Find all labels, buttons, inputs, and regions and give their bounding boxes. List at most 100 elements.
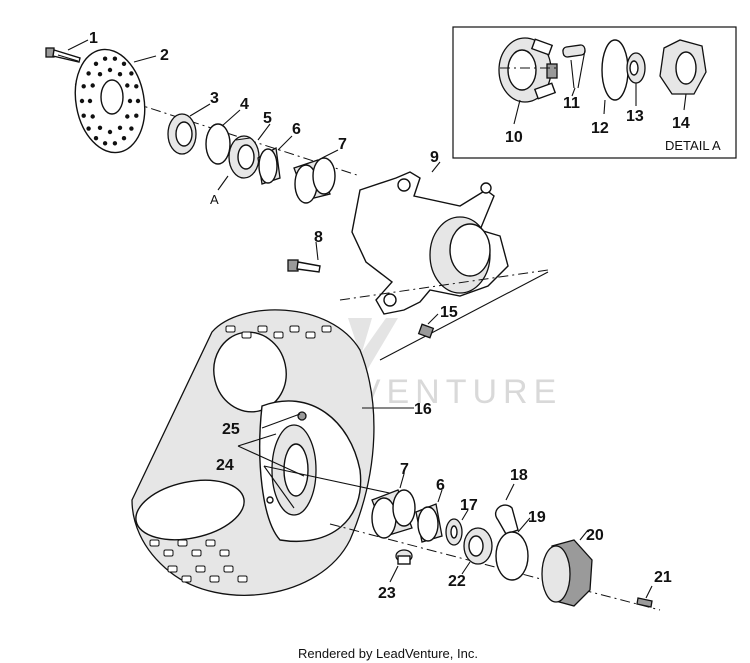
part-18-cotter-pin xyxy=(494,504,519,535)
part-23-valve-stem xyxy=(395,549,413,565)
disc-hole xyxy=(107,67,113,73)
tread-lug xyxy=(241,331,252,339)
callout-3: 3 xyxy=(210,90,219,107)
callout-21: 21 xyxy=(654,569,672,586)
callout-5: 5 xyxy=(263,110,272,127)
disc-hole xyxy=(107,129,113,135)
callout-8: 8 xyxy=(314,229,323,246)
callout-19: 19 xyxy=(528,509,546,526)
part-9-hub-knuckle xyxy=(339,171,549,361)
part-21-screw xyxy=(636,597,653,608)
disc-hole xyxy=(121,136,127,141)
disc-hole xyxy=(112,141,118,146)
callout-2: 2 xyxy=(160,47,169,64)
lower-axle-assembly: 7 6 17 22 18 19 xyxy=(329,461,672,611)
disc-hole xyxy=(112,56,118,61)
disc-hole xyxy=(79,98,85,104)
callout-12: 12 xyxy=(591,120,609,137)
detail-a-title: DETAIL A xyxy=(665,138,721,153)
callout-24: 24 xyxy=(216,457,234,474)
disc-hole xyxy=(93,136,99,141)
disc-hole xyxy=(97,125,103,130)
disc-hole xyxy=(125,114,130,119)
callout-11: 11 xyxy=(563,95,580,112)
callout-16: 16 xyxy=(414,401,432,418)
tread-lug xyxy=(321,325,332,333)
disc-hole xyxy=(102,141,108,146)
callout-14: 14 xyxy=(672,115,690,132)
part-19-o-ring xyxy=(495,531,529,581)
disc-hole xyxy=(135,98,141,104)
disc-hole xyxy=(117,125,123,130)
callout-17: 17 xyxy=(460,497,478,514)
disc-hole xyxy=(134,113,139,118)
disc-hole xyxy=(90,114,95,119)
disc-hole xyxy=(127,98,133,104)
callout-9: 9 xyxy=(430,149,439,166)
tread-lug xyxy=(181,575,192,583)
callout-18: 18 xyxy=(510,467,528,484)
part-7-race xyxy=(293,157,336,204)
disc-hole xyxy=(86,71,91,76)
part-14-hex-nut xyxy=(659,39,707,111)
disc-hole xyxy=(117,72,123,77)
callout-6-lower: 6 xyxy=(436,477,445,494)
footer-credit: Rendered by LeadVenture, Inc. xyxy=(298,646,478,661)
callout-20: 20 xyxy=(586,527,604,544)
callout-15: 15 xyxy=(440,304,458,321)
part-15-fitting xyxy=(417,323,435,339)
tread-lug xyxy=(177,539,188,547)
tread-lug xyxy=(219,549,230,557)
part-2-brake-disc xyxy=(74,48,146,154)
part-20-hub-cap xyxy=(541,539,593,607)
callout-25: 25 xyxy=(222,421,240,438)
watermark-logo-icon xyxy=(348,318,398,372)
tread-lug xyxy=(289,325,300,333)
disc-hole xyxy=(87,98,93,104)
disc-hole xyxy=(93,61,99,66)
callout-1: 1 xyxy=(89,30,98,47)
part-1-bolt xyxy=(45,47,81,63)
brake-disc-holes xyxy=(79,56,141,146)
tread-lug xyxy=(205,539,216,547)
part-17-washer xyxy=(445,518,463,546)
tread-lug xyxy=(273,331,284,339)
part-12-ring xyxy=(601,39,629,101)
part-6-tapered-bearing xyxy=(257,146,281,185)
disc-hole xyxy=(121,61,127,66)
tread-lug xyxy=(195,565,206,573)
disc-hole xyxy=(129,126,134,131)
part-11-cotter-pin xyxy=(562,44,586,89)
tread-lug xyxy=(237,575,248,583)
disc-hole xyxy=(81,84,86,89)
part-4-snap-ring xyxy=(205,123,231,165)
disc-hole xyxy=(81,113,86,118)
disc-hole xyxy=(129,71,134,76)
disc-hole xyxy=(125,83,130,88)
disc-hole xyxy=(97,72,103,77)
part-10-castle-nut xyxy=(498,37,560,103)
tread-lug xyxy=(191,549,202,557)
part-6-lower-bearing xyxy=(415,503,443,543)
disc-hole xyxy=(102,56,108,61)
callout-10: 10 xyxy=(505,129,523,146)
disc-hole xyxy=(86,126,91,131)
detail-a-inset: 10 11 12 13 14 DETAIL A xyxy=(452,26,737,159)
tire-tread-lugs xyxy=(149,325,332,583)
tread-lug xyxy=(305,331,316,339)
upper-axle-assembly: 1 2 3 4 5 A xyxy=(45,30,361,273)
callout-13: 13 xyxy=(626,108,644,125)
part-5-bearing xyxy=(228,135,260,179)
part-8-bolt xyxy=(287,259,321,273)
callout-7-lower: 7 xyxy=(400,461,409,478)
disc-hole xyxy=(90,83,95,88)
callout-23: 23 xyxy=(378,585,396,602)
callout-4: 4 xyxy=(240,96,249,113)
callout-6: 6 xyxy=(292,121,301,138)
tread-lug xyxy=(167,565,178,573)
callout-22: 22 xyxy=(448,573,466,590)
tread-lug xyxy=(209,575,220,583)
disc-hole xyxy=(134,84,139,89)
